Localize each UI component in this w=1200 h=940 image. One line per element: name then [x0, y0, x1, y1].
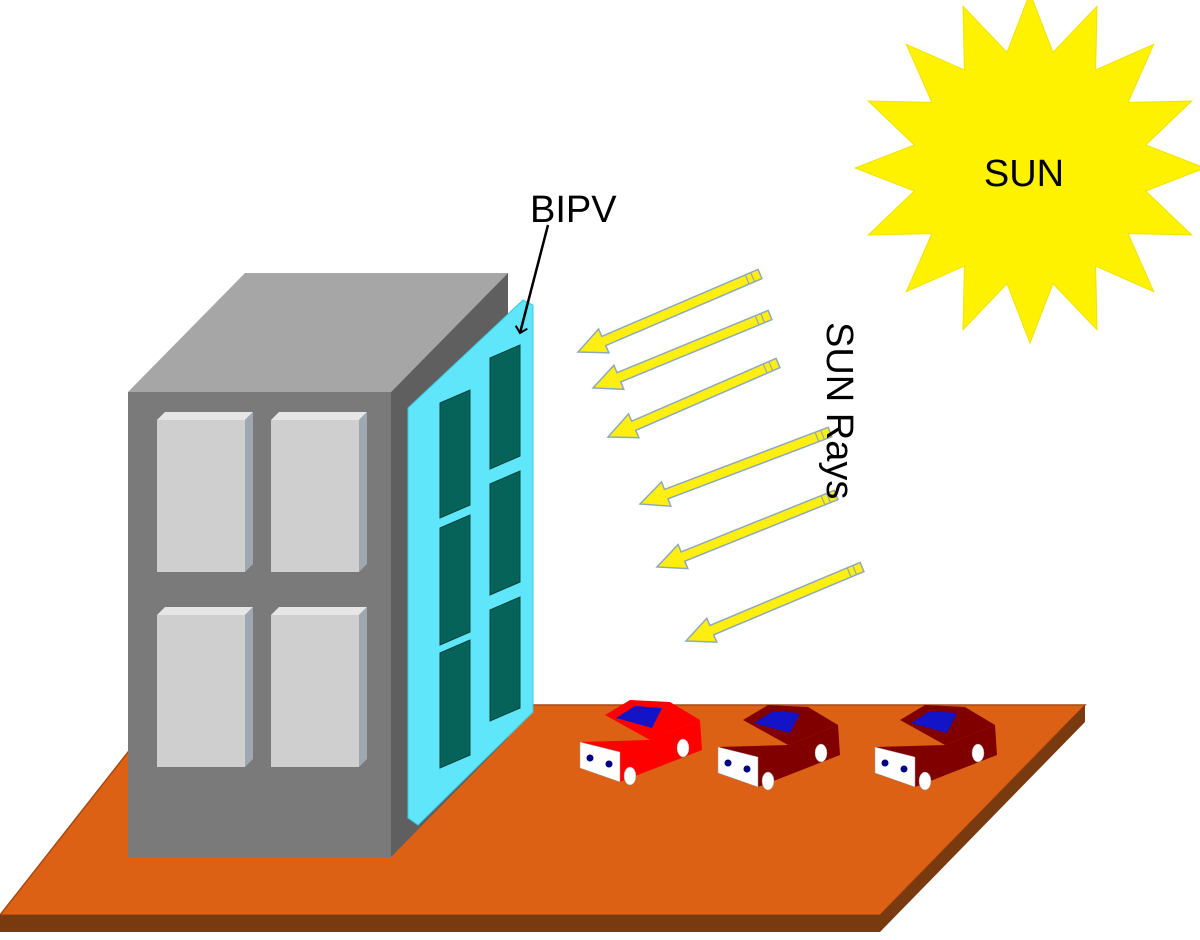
ray-tail-mark	[852, 565, 858, 575]
window	[157, 412, 253, 572]
building-top	[128, 273, 508, 392]
ray-tail-mark	[826, 493, 831, 503]
ray-tail-mark	[846, 567, 852, 578]
bipv-pointer-arrow	[514, 224, 550, 335]
bipv-cell	[489, 470, 521, 596]
ray-tail-mark	[820, 495, 826, 506]
arrow-left-icon	[591, 309, 773, 391]
car-icon	[717, 705, 840, 791]
bipv-cell	[489, 596, 521, 722]
starburst-sun-icon	[853, 0, 1200, 345]
ray-tail-mark	[820, 429, 825, 440]
bipv-cell	[439, 514, 471, 646]
arrow-left-icon	[576, 268, 763, 354]
ground-side-edge	[880, 705, 1085, 932]
sun-label: SUN	[984, 153, 1064, 195]
building	[128, 273, 534, 857]
arrow-left-icon	[606, 357, 781, 439]
window	[271, 607, 367, 767]
arrow-left-icon	[638, 426, 833, 508]
ray-tail-mark	[744, 274, 750, 285]
bipv-cell	[439, 639, 471, 769]
building-windows	[157, 412, 367, 767]
car-icon	[579, 700, 702, 786]
ray-tail-mark	[760, 313, 766, 323]
cars	[579, 700, 997, 791]
sun-rays	[576, 268, 865, 643]
window	[157, 607, 253, 767]
bipv-label: BIPV	[530, 189, 617, 231]
bipv-panel	[407, 299, 534, 826]
bipv-cells	[439, 344, 521, 769]
bipv-cell	[439, 389, 471, 519]
sun: SUN	[853, 0, 1200, 345]
ray-tail-mark	[768, 361, 774, 372]
ray-tail-mark	[754, 315, 760, 326]
ray-tail-mark	[814, 432, 820, 442]
window	[271, 412, 367, 572]
ray-tail-mark	[750, 272, 756, 282]
ground-front-edge	[0, 915, 880, 932]
arrow-left-icon	[655, 489, 839, 570]
sun-rays-label: SUN Rays	[818, 322, 860, 499]
bipv-cell	[489, 344, 521, 470]
ray-tail-mark	[762, 363, 768, 374]
car-icon	[874, 705, 997, 791]
arrow-left-icon	[684, 561, 865, 643]
